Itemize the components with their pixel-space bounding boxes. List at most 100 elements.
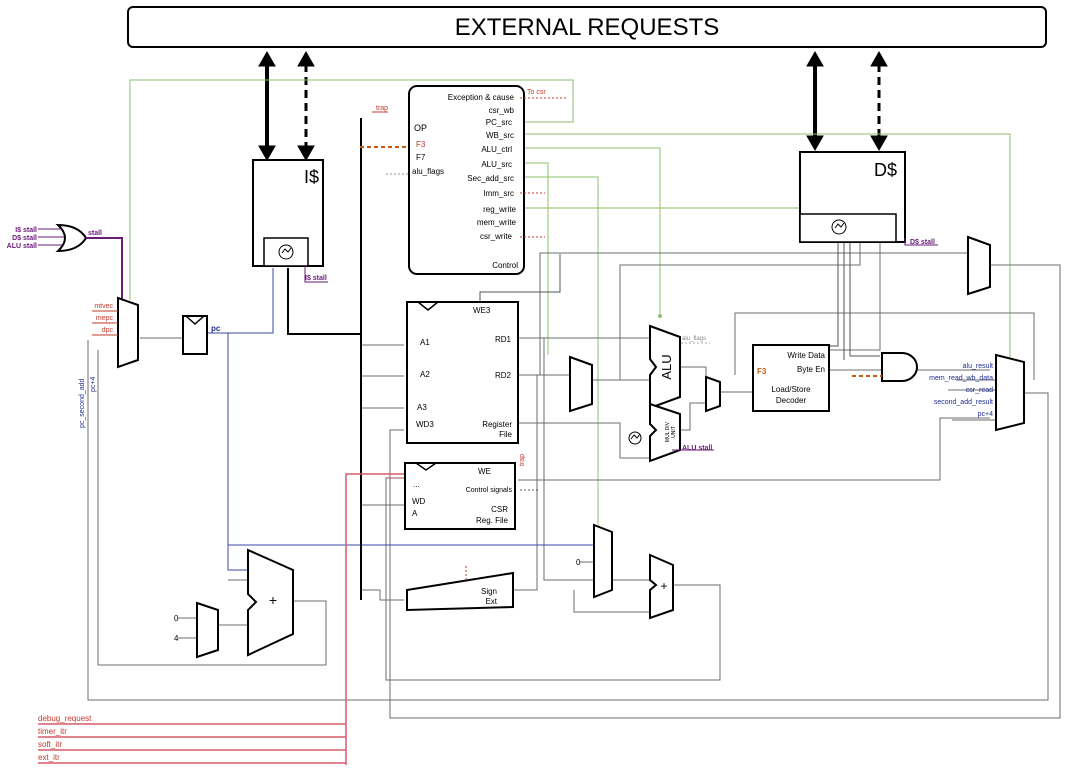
lsd-ports: Write Data Byte En F3 Load/Store Decoder: [757, 351, 826, 405]
debug-request-label: debug_request: [38, 714, 92, 723]
csr-a: A: [412, 509, 418, 518]
regfile-name-1: Register: [482, 420, 512, 429]
dcache-controller: [799, 213, 897, 243]
csr-register-file: [404, 462, 516, 530]
mul-div-unit: [649, 402, 681, 463]
register-file: [406, 301, 519, 444]
dcache-input-mux: [967, 235, 991, 296]
external-requests-banner: [127, 6, 1047, 48]
csr-name-2: Reg. File: [476, 516, 509, 525]
second-adder-plus: +: [660, 579, 667, 593]
signext-line-2: Ext: [485, 597, 497, 606]
pc-register: [182, 315, 208, 355]
control-to-csr: To csr: [527, 89, 546, 96]
pc-label: pc: [211, 324, 221, 333]
interrupt-wires: [38, 473, 404, 765]
second-add-zero: 0: [576, 558, 581, 567]
banner-title: EXTERNAL REQUESTS: [455, 14, 720, 41]
regfile-a3: A3: [417, 403, 427, 412]
regfile-rd2: RD2: [495, 371, 512, 380]
pc-add-four: 4: [174, 634, 179, 643]
dcache-label: D$: [874, 160, 897, 180]
pc-source-mux: [117, 296, 139, 369]
control-out-pc-src: PC_src: [486, 118, 512, 127]
alu-stall-label: ALU stall: [682, 445, 712, 452]
control-op-input: OP: [414, 123, 427, 133]
regfile-a2: A2: [420, 370, 430, 379]
ext-itr-label: ext_itr: [38, 753, 60, 762]
regfile-name-2: File: [499, 430, 512, 439]
icache-label: I$: [304, 167, 319, 187]
control-out-exception: Exception & cause: [448, 93, 515, 102]
csr-we: WE: [478, 467, 491, 476]
lsd-name-1: Load/Store: [771, 385, 811, 394]
control-title: Control: [492, 261, 518, 270]
wb-second-add: second_add_result: [934, 399, 993, 406]
lsd-f3: F3: [757, 367, 767, 376]
regfile-a1: A1: [420, 338, 430, 347]
icache-request-arrows: [258, 50, 315, 162]
dcache-stall-label: D$ stall: [910, 239, 935, 246]
stall-gate-inputs: I$ stall D$ stall ALU stall: [7, 227, 37, 250]
control-out-reg-write: reg_write: [483, 205, 516, 214]
datapath-wires: [87, 243, 1061, 719]
second-adder: [649, 553, 674, 620]
interrupt-labels: debug_request timer_itr soft_itr ext_itr: [38, 714, 92, 762]
wb-mem-read: mem_read_wb_data: [929, 375, 993, 382]
lsd-write-data: Write Data: [787, 351, 825, 360]
load-store-decoder: [752, 344, 830, 412]
hand-icon: [831, 219, 847, 235]
control-alu-flags-input: alu_flags: [412, 167, 444, 176]
control-f7-input: F7: [416, 153, 426, 162]
control-inputs: OP F3 F7 alu_flags trap: [360, 105, 444, 176]
control-signal-wires: [129, 79, 1011, 525]
control-f3-input: F3: [416, 140, 426, 149]
control-dotted-outputs: [520, 97, 566, 238]
control-out-sec-add-src: Sec_add_src: [467, 174, 514, 183]
wb-csr-read: csr_read: [966, 387, 993, 394]
pc-adder: [247, 548, 294, 657]
wb-alu-result: alu_result: [963, 363, 993, 370]
muldiv-label-2: UNIT: [671, 426, 677, 438]
stall-in-icache: I$ stall: [15, 227, 37, 234]
dcache-request-arrows: [806, 50, 888, 152]
control-out-imm-src: Imm_src: [483, 189, 514, 198]
pc-in-dpc: dpc: [102, 327, 114, 334]
regfile-ports: WE3 A1 A2 A3 WD3 RD1 RD2 Register File: [416, 306, 513, 439]
sign-extend: [406, 571, 514, 612]
control-out-wb-src: WB_src: [486, 131, 514, 140]
pc-in-mtvec: mtvec: [94, 303, 113, 310]
wb-mux-inputs: alu_result mem_read_wb_data csr_read sec…: [929, 363, 993, 418]
writeback-mux: [995, 353, 1025, 432]
csr-dots: ...: [413, 480, 420, 489]
control-outputs: Exception & cause csr_wb PC_src WB_src A…: [448, 93, 518, 270]
control-trap-input: trap: [376, 105, 388, 112]
stall-or-gate: [55, 223, 88, 253]
icache-stall-label: I$ stall: [305, 275, 327, 282]
csr-control-signals: Control signals: [466, 487, 513, 494]
stall-out-label: stall: [88, 230, 102, 237]
alu-label: ALU: [659, 354, 674, 379]
csr-trap: trap: [519, 454, 526, 466]
second-add-mux: [593, 523, 613, 599]
alu-src-mux: [569, 355, 593, 413]
csr-name-1: CSR: [491, 505, 508, 514]
pc-adder-plus: +: [269, 592, 277, 608]
wb-pc4: pc+4: [978, 411, 993, 418]
lsd-name-2: Decoder: [776, 396, 807, 405]
control-out-csr-write: csr_write: [480, 232, 513, 241]
muldiv-label-1: MUL DIV: [665, 421, 671, 442]
csr-ports: WE ... WD A Control signals CSR Reg. Fil…: [412, 454, 526, 525]
alu-flags-out: alu_flags: [682, 336, 706, 342]
regfile-wd3: WD3: [416, 420, 434, 429]
regfile-we3: WE3: [473, 306, 491, 315]
soft-itr-label: soft_itr: [38, 740, 62, 749]
control-out-csr-wb: csr_wb: [489, 106, 515, 115]
dcache-data-links: [830, 243, 880, 360]
lsd-byte-en: Byte En: [797, 365, 825, 374]
signext-line-1: Sign: [481, 587, 497, 596]
mem-write-and-gate: [881, 352, 918, 382]
control-out-mem-write: mem_write: [477, 218, 517, 227]
control-out-alu-ctrl: ALU_ctrl: [481, 145, 512, 154]
